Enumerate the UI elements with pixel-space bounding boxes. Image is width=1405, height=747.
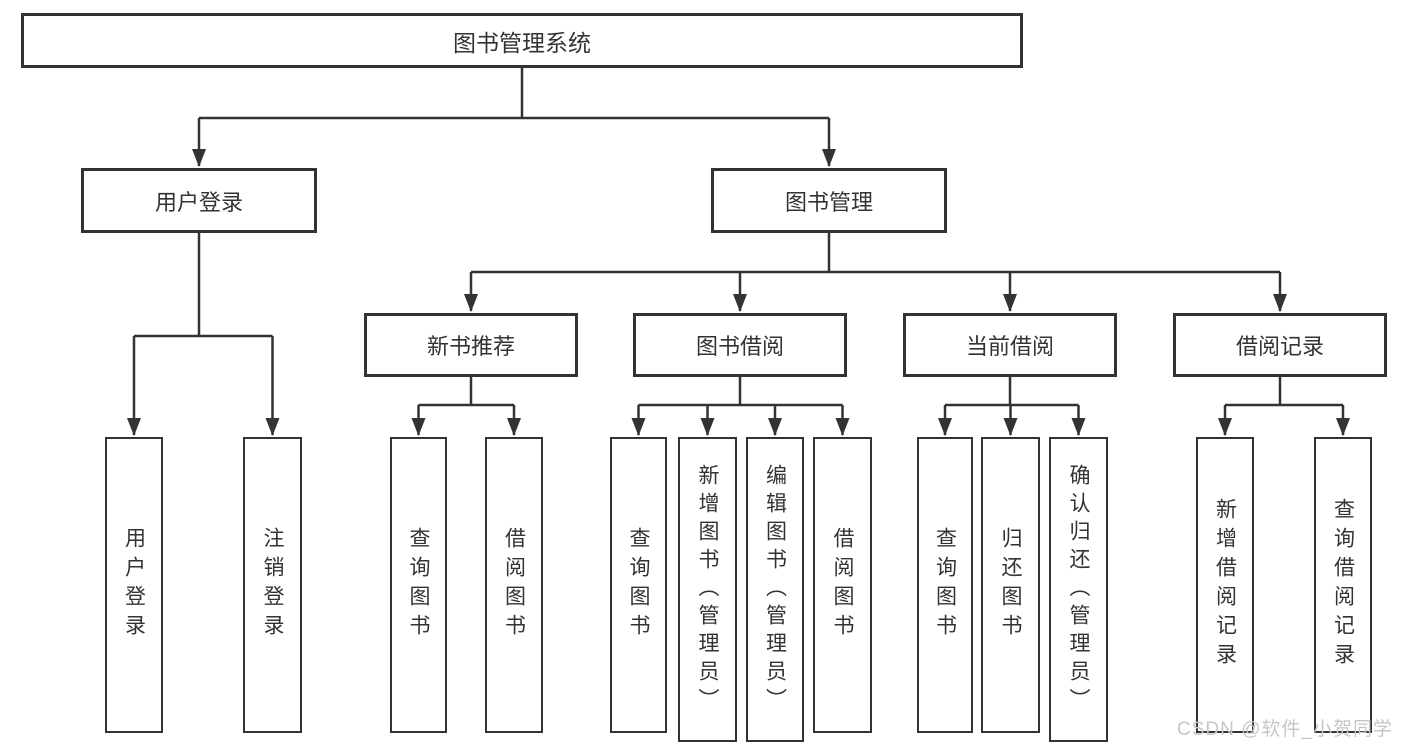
leaf-return-books: 归还图书 [981, 437, 1040, 733]
leaf-borrow-books-recommend: 借阅图书 [485, 437, 543, 733]
leaf-query-books-borrow: 查询图书 [610, 437, 667, 733]
node-user-login: 用户登录 [81, 168, 317, 233]
leaf-edit-books-admin: 编辑图书（管理员） [746, 437, 804, 742]
node-borrowing-records: 借阅记录 [1173, 313, 1387, 377]
node-current-borrowing: 当前借阅 [903, 313, 1117, 377]
node-book-management: 图书管理 [711, 168, 947, 233]
leaf-user-login: 用户登录 [105, 437, 163, 733]
leaf-logout: 注销登录 [243, 437, 302, 733]
leaf-confirm-return-admin: 确认归还（管理员） [1049, 437, 1108, 742]
leaf-query-books-current: 查询图书 [917, 437, 973, 733]
leaf-add-books-admin: 新增图书（管理员） [678, 437, 737, 742]
leaf-query-borrow-record: 查询借阅记录 [1314, 437, 1372, 733]
leaf-add-borrow-record: 新增借阅记录 [1196, 437, 1254, 733]
node-book-borrowing: 图书借阅 [633, 313, 847, 377]
node-library-management-system: 图书管理系统 [21, 13, 1023, 68]
watermark: CSDN @软件_小贺同学 [1177, 719, 1393, 740]
leaf-query-books-recommend: 查询图书 [390, 437, 447, 733]
leaf-borrow-books: 借阅图书 [813, 437, 872, 733]
node-new-book-recommendation: 新书推荐 [364, 313, 578, 377]
